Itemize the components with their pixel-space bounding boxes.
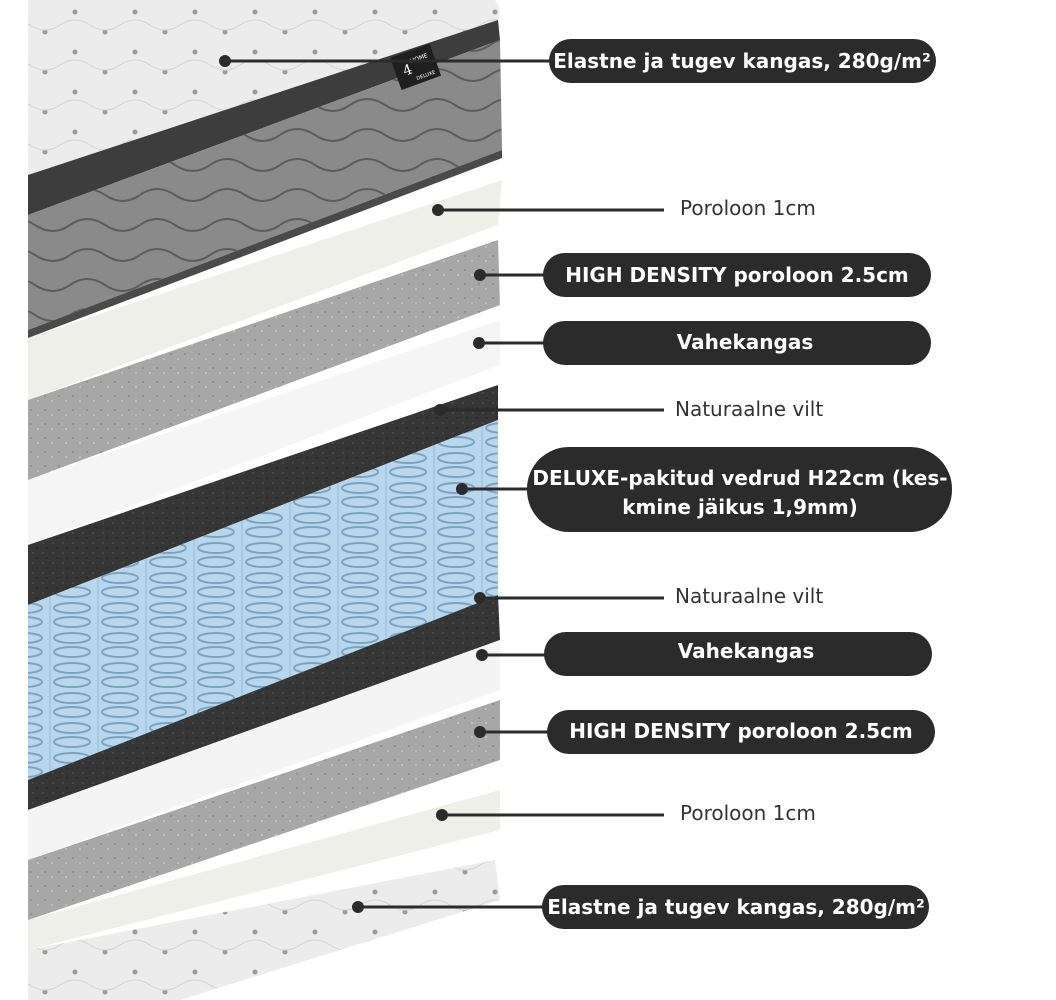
label-top-fabric: Elastne ja tugev kangas, 280g/m² <box>553 49 931 73</box>
label-top-hd-foam: HIGH DENSITY poroloon 2.5cm <box>565 263 909 287</box>
label-pill <box>542 885 929 929</box>
label-top-felt: Naturaalne vilt <box>675 397 823 421</box>
callout-bottom-fabric: Elastne ja tugev kangas, 280g/m² <box>352 885 929 929</box>
top-piping <box>28 20 500 215</box>
label-springs-line-1: DELUXE-pakitud vedrud H22cm (kes- <box>532 466 947 490</box>
callout-top-felt: Naturaalne vilt <box>434 397 823 421</box>
label-pill <box>544 632 932 676</box>
label-pill <box>543 321 931 365</box>
label-pill <box>543 253 931 297</box>
mattress-illustration: 4 HOME DELUXE <box>28 0 502 1000</box>
top-hd-foam-layer <box>28 240 500 480</box>
label-pill <box>547 710 935 754</box>
bottom-foam-1cm-layer <box>28 790 500 950</box>
label-bottom-spacer-fabric: Vahekangas <box>678 639 814 663</box>
label-bottom-fabric: Elastne ja tugev kangas, 280g/m² <box>547 895 925 919</box>
label-bottom-foam-1cm: Poroloon 1cm <box>680 801 816 825</box>
top-foam-1cm-layer <box>28 180 502 400</box>
label-top-foam-1cm: Poroloon 1cm <box>680 196 816 220</box>
label-bottom-hd-foam: HIGH DENSITY poroloon 2.5cm <box>569 719 913 743</box>
callout-bottom-hd-foam: HIGH DENSITY poroloon 2.5cm <box>474 710 935 754</box>
top-spacer-layer <box>28 320 500 545</box>
callout-top-foam-1cm: Poroloon 1cm <box>432 196 816 220</box>
callout-top-hd-foam: HIGH DENSITY poroloon 2.5cm <box>474 253 931 297</box>
bottom-felt-layer <box>28 595 500 810</box>
callout-bottom-felt: Naturaalne vilt <box>474 584 823 608</box>
label-top-spacer-fabric: Vahekangas <box>677 330 813 354</box>
label-bottom-felt: Naturaalne vilt <box>675 584 823 608</box>
bottom-hd-foam-layer <box>28 700 500 920</box>
side-band-layer <box>28 40 502 330</box>
callout-springs: DELUXE-pakitud vedrud H22cm (kes- kmine … <box>456 447 952 532</box>
callout-bottom-foam-1cm: Poroloon 1cm <box>436 801 816 825</box>
label-pill <box>549 39 936 83</box>
callout-top-spacer-fabric: Vahekangas <box>473 321 931 365</box>
brand-logo: 4 HOME DELUXE <box>390 43 442 90</box>
label-springs-line-2: kmine jäikus 1,9mm) <box>622 495 858 519</box>
bottom-fabric-layer <box>28 860 500 1000</box>
callout-top-fabric: Elastne ja tugev kangas, 280g/m² <box>219 39 936 83</box>
top-felt-layer <box>28 385 498 605</box>
callout-bottom-spacer-fabric: Vahekangas <box>476 632 932 676</box>
springs-layer <box>28 420 498 780</box>
label-pill <box>527 447 952 532</box>
top-fabric-layer <box>28 0 500 175</box>
bottom-spacer-layer <box>28 640 500 860</box>
